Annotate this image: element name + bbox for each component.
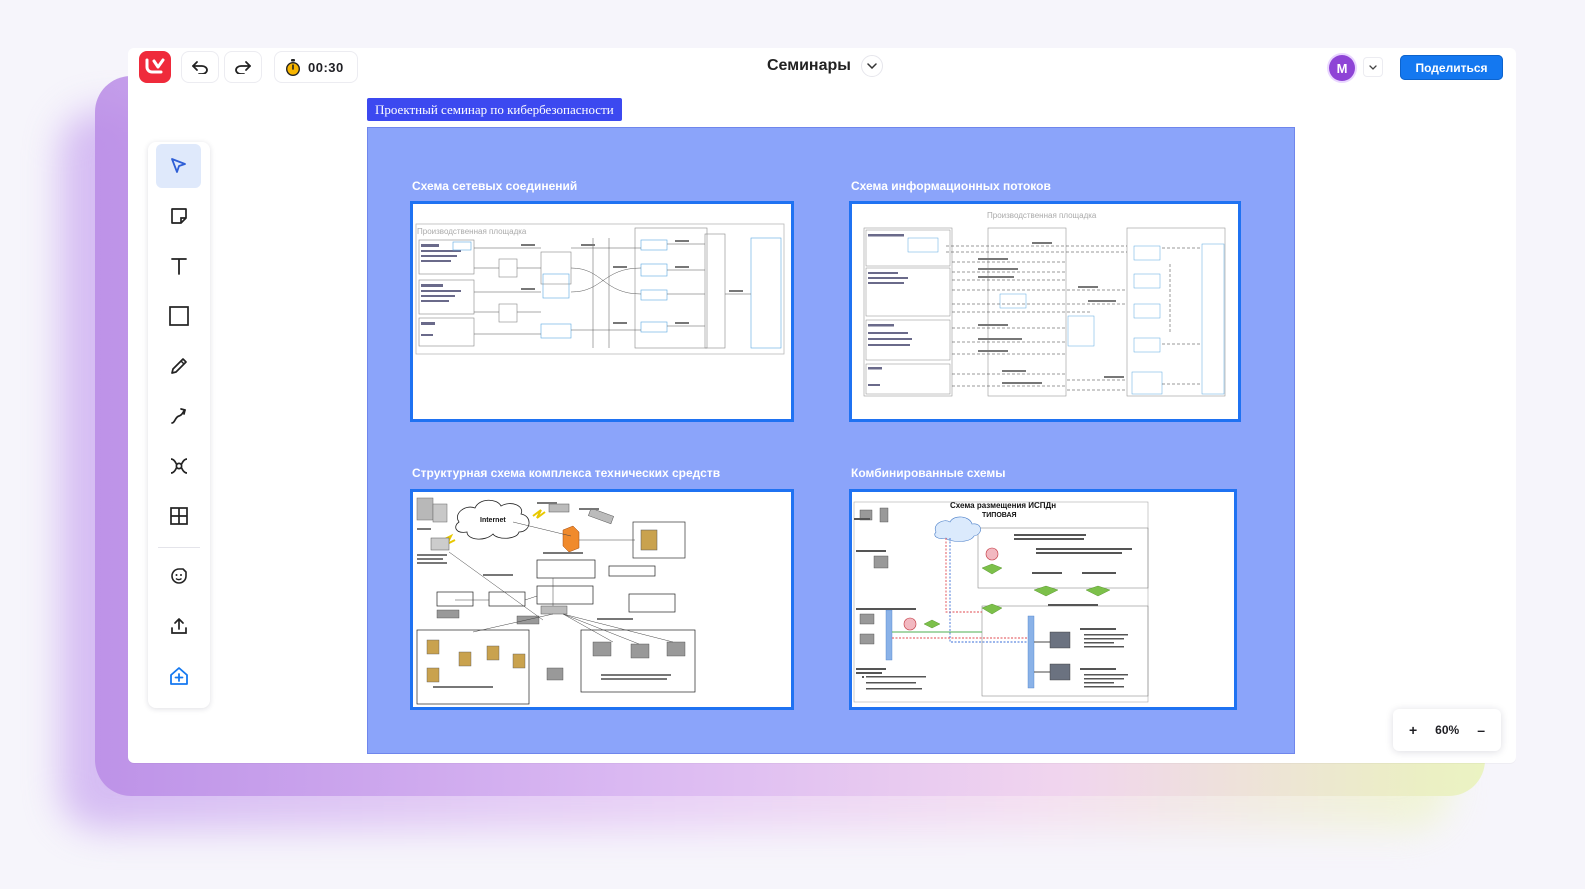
information-flows-diagram: Производственная площадка bbox=[863, 211, 1226, 397]
more-tools[interactable] bbox=[156, 654, 201, 698]
select-tool[interactable] bbox=[156, 144, 201, 188]
chevron-down-icon bbox=[1369, 64, 1377, 70]
add-in-home-icon bbox=[169, 667, 188, 685]
cursor-arrow-icon bbox=[170, 158, 186, 173]
network-connections-diagram: Производственная площадка bbox=[415, 223, 785, 355]
logo-icon bbox=[145, 58, 165, 74]
zoom-level[interactable]: 60% bbox=[1435, 723, 1460, 737]
combined-schemes-diagram: Схема размещения ИСПДн ТИПОВАЯ bbox=[853, 501, 1149, 703]
sticky-note-icon bbox=[170, 208, 187, 224]
curved-arrow-icon bbox=[170, 408, 186, 424]
diagram-subtitle: ТИПОВАЯ bbox=[982, 512, 1017, 519]
zoom-in-button[interactable]: + bbox=[1409, 722, 1418, 738]
sticker-smile-icon bbox=[170, 568, 187, 584]
card-title-technical-structure: Структурная схема комплекса технических … bbox=[412, 466, 721, 480]
grid-table-icon bbox=[169, 507, 188, 525]
diagram-card-technical-structure[interactable]: Internet bbox=[410, 489, 794, 710]
connector-tool[interactable] bbox=[156, 394, 201, 438]
frame-label[interactable]: Проектный семинар по кибербезопасности bbox=[367, 98, 622, 121]
timer-button[interactable]: 00:30 bbox=[274, 51, 358, 83]
board-title[interactable]: Семинары bbox=[767, 57, 851, 74]
upload-icon bbox=[170, 618, 187, 634]
rectangle-tool[interactable] bbox=[156, 294, 201, 338]
pencil-icon bbox=[170, 358, 187, 374]
diagram-card-network-connections[interactable]: Производственная площадка bbox=[410, 201, 794, 422]
app-logo[interactable] bbox=[139, 51, 171, 83]
share-button[interactable]: Поделиться bbox=[1400, 55, 1503, 80]
user-avatar[interactable]: M bbox=[1329, 55, 1355, 81]
seminar-frame[interactable]: Схема сетевых соединений Производственна… bbox=[367, 127, 1295, 754]
card-title-information-flows: Схема информационных потоков bbox=[851, 179, 1051, 193]
pen-tool[interactable] bbox=[156, 344, 201, 388]
redo-icon bbox=[235, 61, 251, 74]
palette-divider bbox=[158, 547, 200, 548]
text-t-icon bbox=[170, 258, 187, 275]
stickers-tool[interactable] bbox=[156, 554, 201, 598]
chevron-down-icon bbox=[867, 63, 877, 69]
table-tool[interactable] bbox=[156, 494, 201, 538]
diagram-card-combined-schemes[interactable]: Схема размещения ИСПДн ТИПОВАЯ bbox=[849, 489, 1237, 710]
stopwatch-icon bbox=[286, 58, 300, 76]
undo-icon bbox=[192, 61, 208, 74]
square-icon bbox=[168, 306, 189, 326]
sticky-note-tool[interactable] bbox=[156, 194, 201, 238]
mindmap-tool[interactable] bbox=[156, 444, 201, 488]
internet-cloud-label: Internet bbox=[480, 517, 506, 524]
top-bar: 00:30 Семинары M Поделиться bbox=[128, 48, 1516, 86]
tool-palette bbox=[148, 142, 210, 708]
timer-value: 00:30 bbox=[308, 59, 344, 75]
diagram-card-information-flows[interactable]: Производственная площадка bbox=[849, 201, 1241, 422]
app-window: 00:30 Семинары M Поделиться bbox=[128, 48, 1516, 763]
upload-tool[interactable] bbox=[156, 604, 201, 648]
zoom-out-button[interactable]: – bbox=[1477, 722, 1485, 738]
diagram-title: Схема размещения ИСПДн bbox=[950, 501, 1056, 510]
mindmap-icon bbox=[170, 458, 187, 474]
diagram-header: Производственная площадка bbox=[417, 227, 527, 236]
undo-button[interactable] bbox=[181, 51, 219, 83]
user-menu-button[interactable] bbox=[1363, 57, 1383, 77]
card-title-network-connections: Схема сетевых соединений bbox=[412, 179, 578, 193]
board-menu-button[interactable] bbox=[861, 55, 883, 77]
technical-structure-diagram: Internet bbox=[416, 497, 696, 705]
diagram-header: Производственная площадка bbox=[987, 211, 1097, 220]
redo-button[interactable] bbox=[224, 51, 262, 83]
zoom-control: + 60% – bbox=[1393, 709, 1501, 751]
card-title-combined-schemes: Комбинированные схемы bbox=[851, 466, 1006, 480]
text-tool[interactable] bbox=[156, 244, 201, 288]
